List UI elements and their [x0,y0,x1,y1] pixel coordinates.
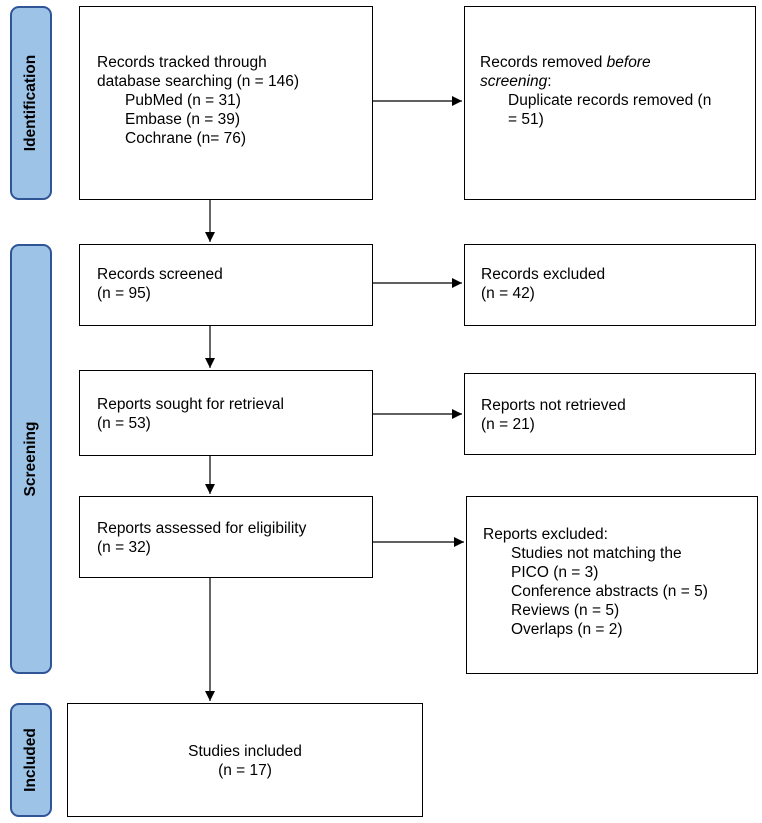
phase-included-bar: Included [10,703,52,817]
records-identified-box: Records tracked through database searchi… [79,6,373,200]
duplicates-removed-line2: = 51) [508,111,544,128]
records-excluded-count: (n = 42) [481,285,535,302]
reports-assessed-box: Reports assessed for eligibility (n = 32… [79,496,373,578]
reports-sought-count: (n = 53) [97,415,151,432]
reason-conference-abstracts: Conference abstracts (n = 5) [511,583,708,600]
reports-not-retrieved-label: Reports not retrieved [481,397,626,414]
records-identified-line2: database searching (n = 146) [97,73,300,90]
studies-included-box: Studies included (n = 17) [67,703,423,817]
reports-assessed-label: Reports assessed for eligibility [97,520,307,537]
reason-pico-line2: PICO (n = 3) [511,564,599,581]
records-screened-label: Records screened [97,266,223,283]
reports-not-retrieved-count: (n = 21) [481,416,535,433]
records-removed-title: Records removed before [480,54,651,71]
reports-sought-box: Reports sought for retrieval (n = 53) [79,370,373,456]
reports-sought-label: Reports sought for retrieval [97,396,284,413]
reason-reviews: Reviews (n = 5) [511,602,620,619]
reports-excluded-box: Reports excluded: Studies not matching t… [466,496,758,674]
reason-overlaps: Overlaps (n = 2) [511,621,623,638]
records-screened-box: Records screened (n = 95) [79,244,373,326]
source-embase: Embase (n = 39) [125,111,241,128]
phase-identification-bar: Identification [10,6,52,200]
records-screened-count: (n = 95) [97,285,151,302]
source-cochrane: Cochrane (n= 76) [125,130,247,147]
records-identified-line1: Records tracked through [97,54,267,71]
records-excluded-box: Records excluded (n = 42) [464,244,756,326]
reason-pico-line1: Studies not matching the [511,545,682,562]
reports-excluded-title: Reports excluded: [483,526,608,543]
studies-included-count: (n = 17) [218,762,272,779]
studies-included-label: Studies included [188,743,302,760]
phase-screening-bar: Screening [10,244,52,674]
duplicates-removed-line1: Duplicate records removed (n [508,92,712,109]
source-pubmed: PubMed (n = 31) [125,92,241,109]
records-excluded-label: Records excluded [481,266,606,283]
records-removed-box: Records removed before screening: Duplic… [464,6,756,200]
records-removed-title-cont: screening: [480,73,552,90]
reports-assessed-count: (n = 32) [97,539,151,556]
reports-not-retrieved-box: Reports not retrieved (n = 21) [464,373,756,455]
